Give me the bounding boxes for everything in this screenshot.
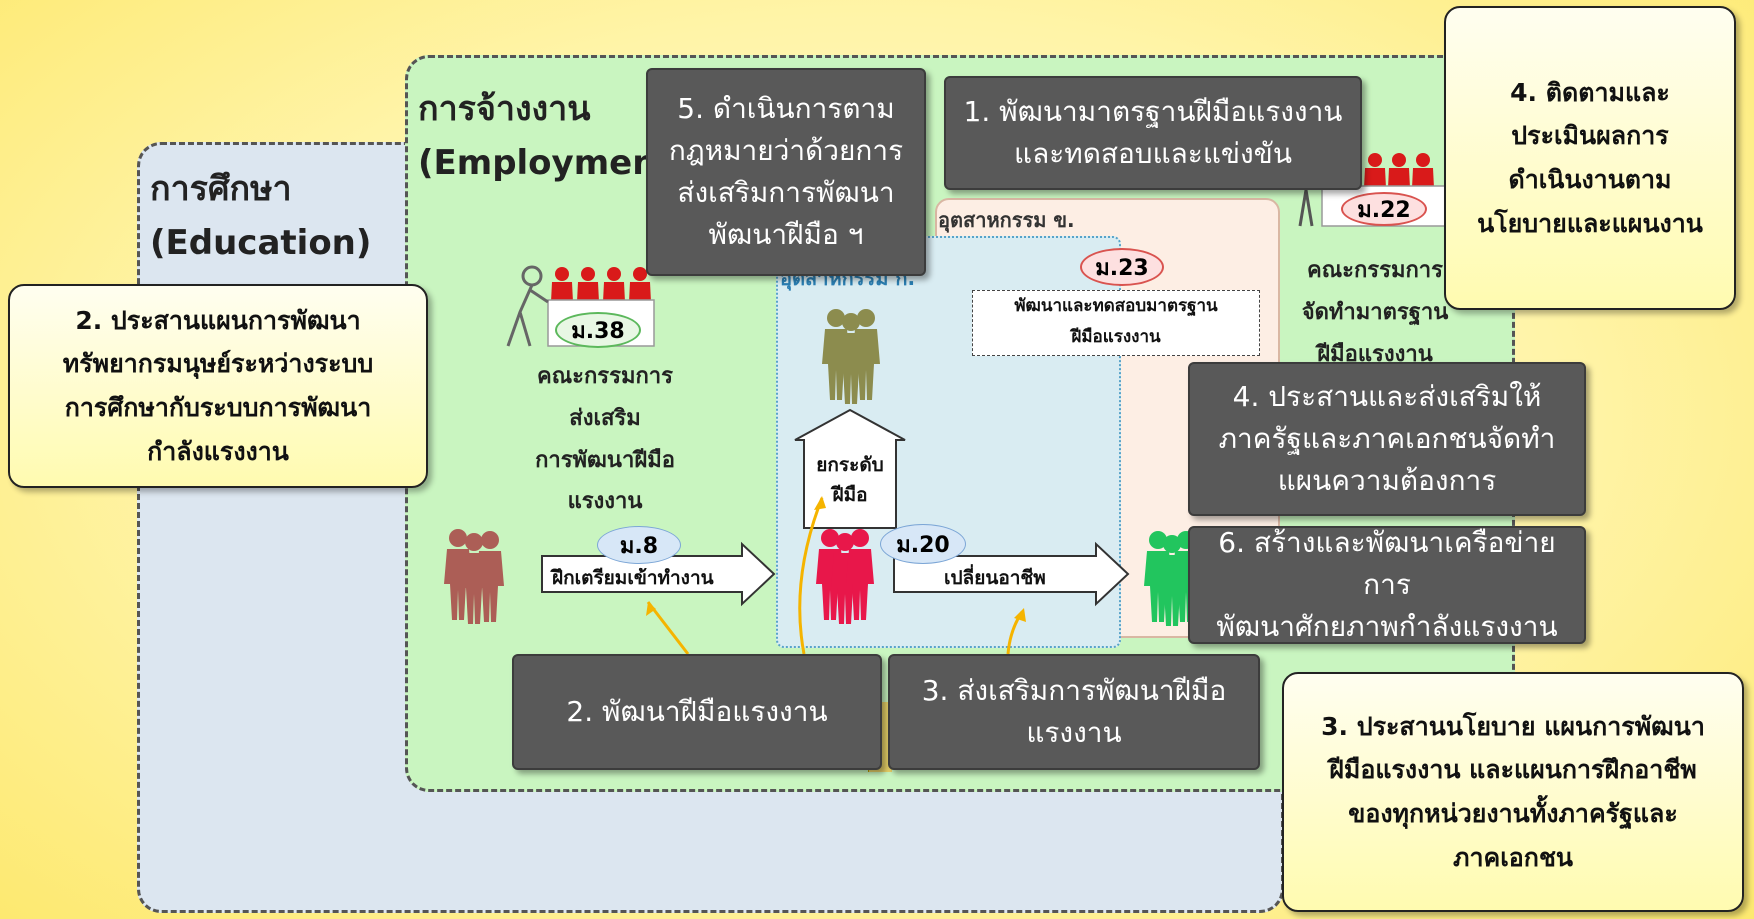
people-group-3	[816, 529, 874, 624]
badge-m22: ม.22	[1341, 192, 1427, 226]
badge-m38: ม.38	[555, 312, 641, 348]
arrow-career	[893, 541, 1130, 607]
arrow-prep-label: ฝึกเตรียมเข้าทำงาน	[552, 567, 714, 589]
people-group-1	[444, 529, 504, 624]
committee-m38-text: คณะกรรมการ ส่งเสริม การพัฒนาฝีมือ แรงงาน	[535, 364, 675, 515]
develop-skills-box: 2. พัฒนาฝีมือแรงงาน	[512, 654, 882, 770]
badge-m20: ม.20	[880, 524, 966, 564]
arrow-prep	[541, 541, 776, 607]
industry-b-label: อุตสาหกรรม ข.	[938, 208, 1075, 232]
law-implementation-box: 5. ดำเนินการตาม กฎหมายว่าด้วยการ ส่งเสริ…	[646, 68, 926, 276]
coordinate-plan-box: 4. ประสานและส่งเสริมให้ ภาครัฐและภาคเอกช…	[1188, 362, 1586, 516]
badge-m23: ม.23	[1080, 248, 1164, 286]
people-group-2	[822, 309, 880, 404]
arrow-upgrade-label: ยกระดับ ฝีมือ	[816, 454, 884, 507]
hr-coordination-box: 2. ประสานแผนการพัฒนา ทรัพยากรมนุษย์ระหว่…	[8, 284, 428, 488]
committee-m22-text: คณะกรรมการ จัดทำมาตรฐาน ฝีมือแรงงาน	[1301, 258, 1449, 367]
arrow-career-label: เปลี่ยนอาชีพ	[944, 567, 1046, 589]
network-box: 6. สร้างและพัฒนาเครือข่ายการ พัฒนาศักยภา…	[1188, 526, 1586, 644]
standards-box: 1. พัฒนามาตรฐานฝีมือแรงงาน และทดสอบและแข…	[944, 76, 1362, 190]
employment-label: การจ้างงาน (Employment)	[418, 89, 689, 184]
education-label: การศึกษา (Education)	[150, 169, 372, 264]
monitor-evaluate-box: 4. ติดตามและ ประเมินผลการ ดำเนินงานตาม น…	[1444, 6, 1736, 310]
badge-m8: ม.8	[597, 526, 681, 564]
standard-test-box: พัฒนาและทดสอบมาตรฐาน ฝีมือแรงงาน	[972, 290, 1260, 356]
policy-coordination-box: 3. ประสานนโยบาย แผนการพัฒนา ฝีมือแรงงาน …	[1282, 672, 1744, 912]
promote-skills-box: 3. ส่งเสริมการพัฒนาฝีมือ แรงงาน	[888, 654, 1260, 770]
